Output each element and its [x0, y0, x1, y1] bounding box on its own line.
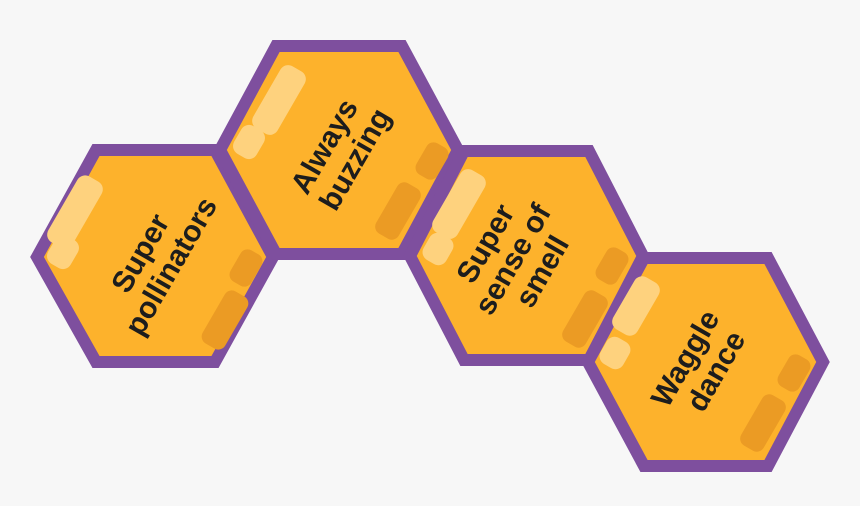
shadow-stripe: [740, 394, 786, 452]
hex-cell-super-pollinators: Super pollinators: [30, 144, 280, 368]
highlight-stripe: [252, 65, 306, 135]
shadow-stripe: [595, 247, 629, 285]
hex-cell-waggle-dance: Waggle dance: [581, 252, 830, 472]
highlight-stripe: [47, 175, 103, 249]
shadow-stripe: [375, 182, 421, 240]
highlight-stripe: [432, 169, 486, 239]
shadow-stripe: [415, 142, 449, 180]
highlight-stripe: [47, 234, 79, 270]
shadow-stripe: [229, 249, 263, 287]
highlight-stripe: [612, 276, 660, 336]
hex-cell-always-buzzing: Always buzzing: [213, 40, 465, 260]
highlight-stripe: [599, 336, 631, 370]
shadow-stripe: [562, 290, 608, 348]
highlight-stripe: [233, 124, 265, 160]
shadow-stripe: [777, 354, 811, 392]
highlight-stripe: [422, 232, 454, 266]
shadow-stripe: [201, 290, 249, 350]
hex-cell-super-sense-of-smell: Super sense of smell: [403, 145, 650, 366]
